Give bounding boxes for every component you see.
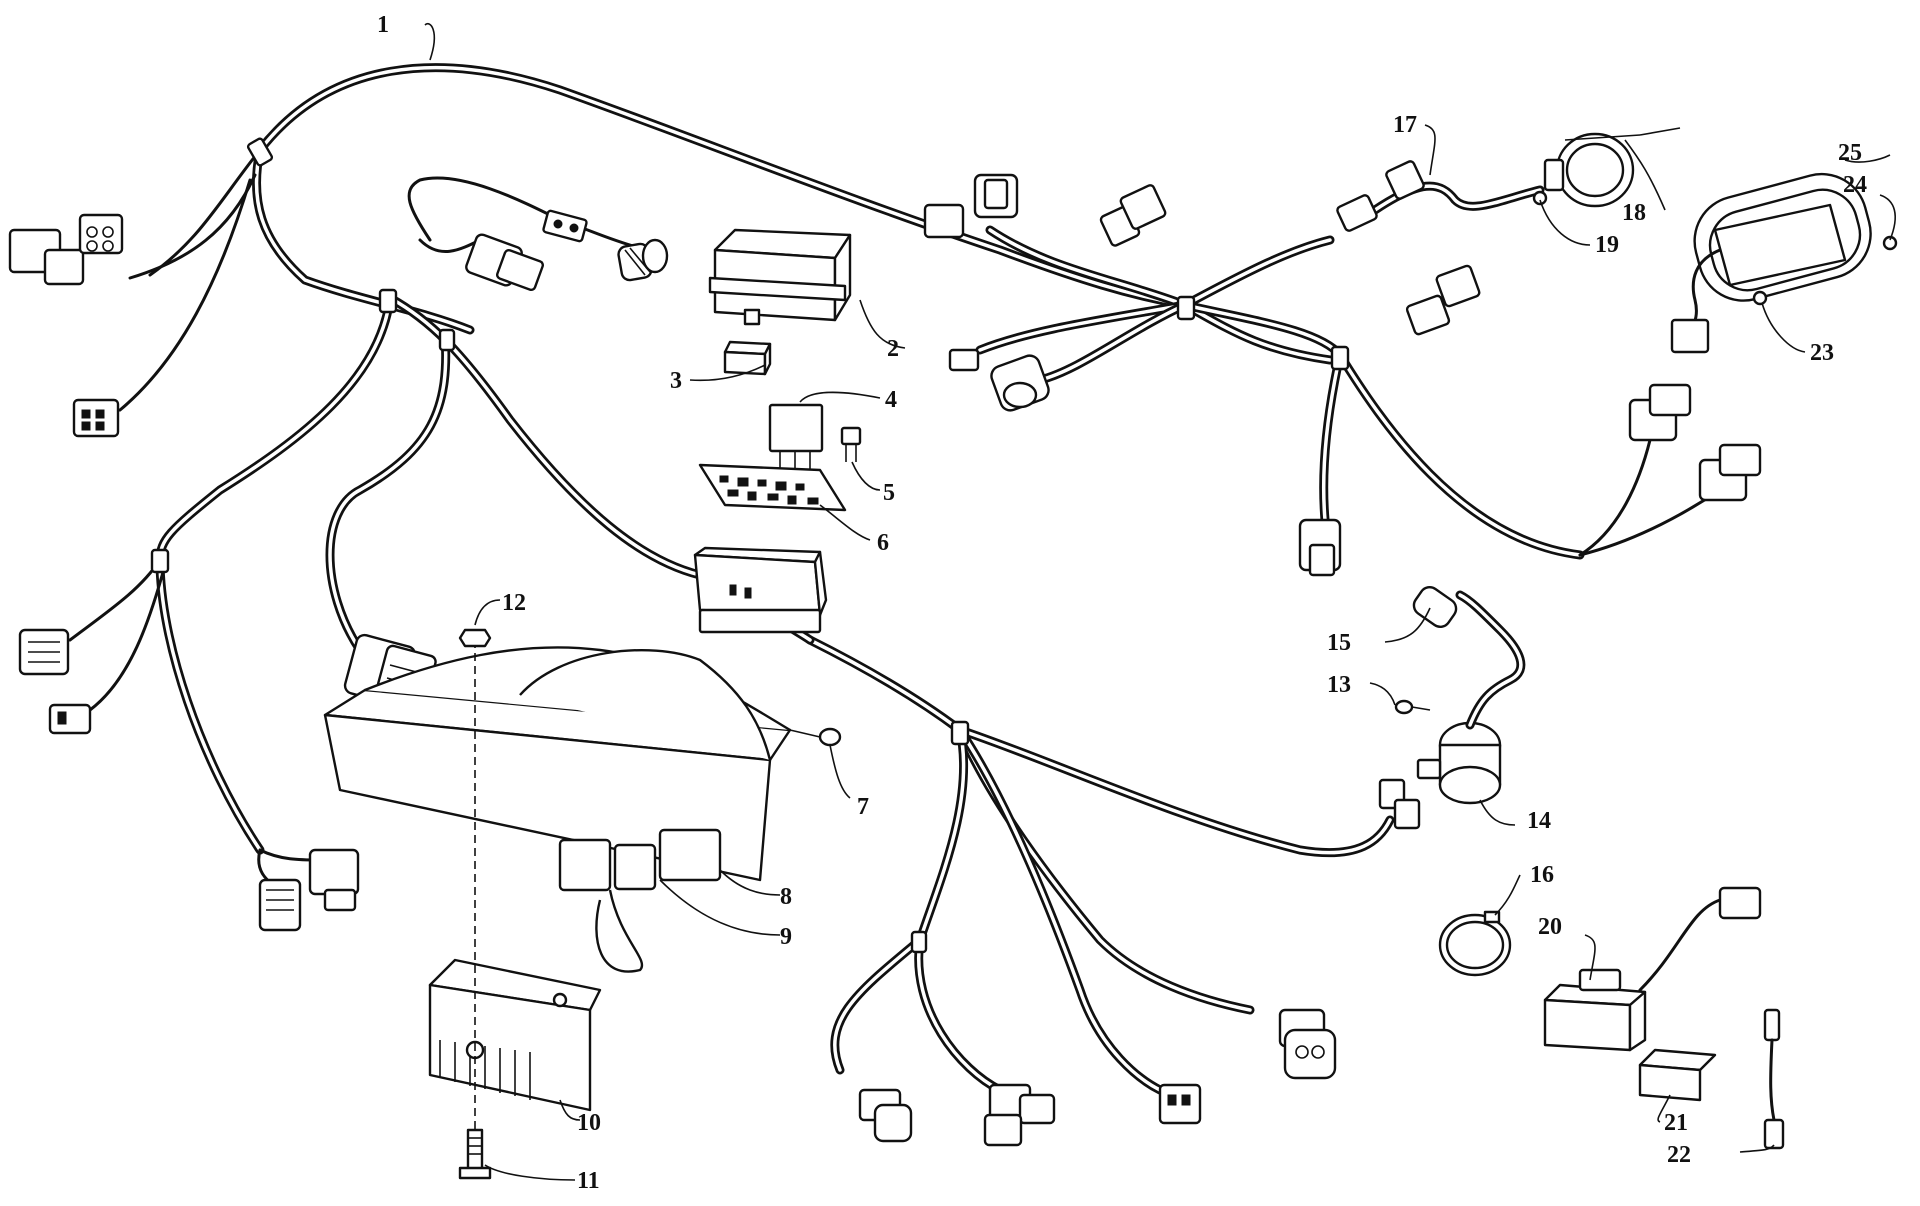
callout-10: 10 [577,1110,601,1136]
left-top-connector-group [8,213,124,438]
relay [768,403,824,470]
callout-21: 21 [1664,1110,1688,1136]
headlight-assembly [1670,172,1898,354]
callout-4: 4 [885,387,897,413]
left-bottom-connector-group [258,848,360,932]
push-rivet [789,727,842,747]
upper-center-connector-group [465,209,669,292]
flange-bolt [458,1128,492,1180]
sensor-lead [1763,1008,1785,1150]
callout-23: 23 [1810,340,1834,366]
harness-trunk [155,63,1585,1095]
mount-bolt-axis [458,628,492,1180]
hose-clamp [1438,910,1512,977]
indicator-lamp [617,238,669,282]
callout-8: 8 [780,884,792,910]
callout-24: 24 [1843,172,1867,198]
callout-16: 16 [1530,862,1554,888]
coil-screw [1394,699,1431,715]
callout-17: 17 [1393,112,1417,138]
harness-clips [150,137,1350,954]
callout-14: 14 [1527,808,1551,834]
main-wiring-harness [68,63,1722,1095]
callout-2: 2 [887,336,899,362]
fuse-box-cover [708,228,852,326]
callout-18: 18 [1622,200,1646,226]
fuse-label-sheet [698,463,847,512]
callout-7: 7 [857,794,869,820]
callout-13: 13 [1327,672,1351,698]
callout-19: 19 [1595,232,1619,258]
callout-5: 5 [883,480,895,506]
module-pad [1638,1048,1717,1102]
voltage-regulator [428,958,602,1112]
small-relay [723,340,772,376]
callout-leaders [424,23,1896,1181]
callout-6: 6 [877,530,889,556]
callout-9: 9 [780,924,792,950]
mounting-tray [323,646,792,973]
callout-25: 25 [1838,140,1862,166]
callout-11: 11 [577,1168,600,1194]
callout-15: 15 [1327,630,1351,656]
center-right-connector-group [923,173,1050,412]
callout-3: 3 [670,368,682,394]
left-middle-connector-group [18,628,92,735]
cdi-module [1543,886,1762,1052]
regulator-fins [439,1040,531,1100]
ignition-coil [1416,721,1502,805]
callout-22: 22 [1667,1142,1691,1168]
callout-20: 20 [1538,914,1562,940]
ignition-switch [1336,127,1681,232]
fuse-box [693,546,828,634]
callout-12: 12 [502,590,526,616]
lower-right-connectors [858,778,1421,1147]
callout-labels: 1 2 3 4 5 6 7 8 9 10 11 12 13 14 15 16 1… [377,12,1867,1194]
flange-nut [458,628,492,648]
spark-plug-cap [1412,585,1526,730]
callout-1: 1 [377,12,389,38]
blade-fuse [840,426,862,462]
right-branch-connectors [1099,184,1762,577]
